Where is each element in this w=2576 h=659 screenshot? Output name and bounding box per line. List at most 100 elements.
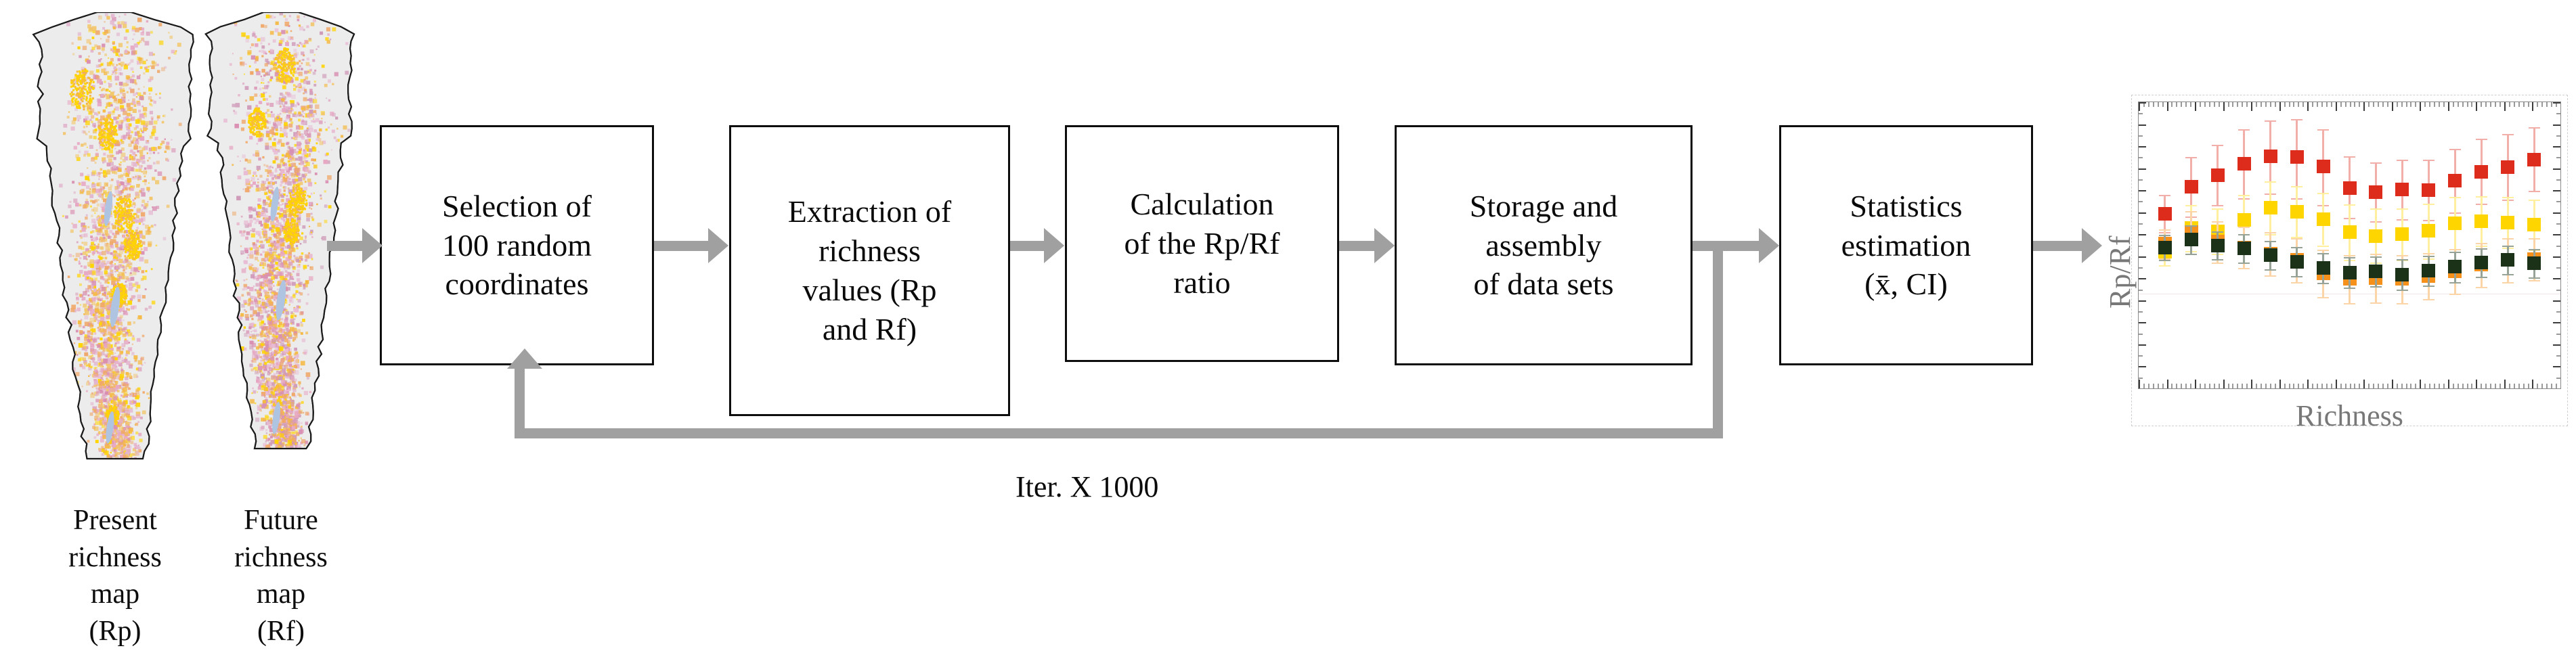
error-bar-cap	[2344, 156, 2355, 158]
plot-x-tick	[2293, 102, 2295, 107]
error-bar-cap	[2344, 257, 2355, 259]
data-point-gold	[2184, 221, 2198, 235]
plot-x-tick	[2410, 102, 2412, 107]
error-bar-cap	[2185, 217, 2198, 219]
error-bar	[2374, 254, 2377, 303]
plot-x-tick	[2457, 102, 2459, 107]
plot-x-tick	[2429, 102, 2431, 107]
error-bar-cap	[2396, 259, 2408, 261]
error-bar-cap	[2238, 233, 2250, 235]
error-bar-cap	[2291, 236, 2303, 238]
arrow-extraction-to-calculation-shaft	[1010, 240, 1044, 251]
plot-x-tick	[2546, 384, 2548, 388]
data-point-red	[2263, 150, 2277, 164]
error-bar-cap	[2265, 241, 2277, 243]
plot-x-tick	[2171, 102, 2173, 107]
plot-y-tick	[2553, 146, 2560, 148]
plot-y-tick	[2553, 278, 2560, 280]
plot-y-tick	[2556, 333, 2560, 335]
plot-y-tick	[2553, 344, 2560, 346]
process-box-calculation[interactable]: Calculation of the Rp/Rf ratio	[1065, 125, 1339, 362]
data-point-orange	[2501, 253, 2515, 267]
error-bar	[2533, 237, 2535, 281]
data-point-orange	[2210, 235, 2225, 249]
error-bar-cap	[2212, 262, 2224, 264]
error-bar-cap	[2238, 227, 2250, 229]
error-bar-cap	[2291, 238, 2303, 240]
data-point-gold	[2158, 244, 2172, 258]
plot-x-tick	[2504, 380, 2506, 388]
plot-y-tick	[2553, 168, 2560, 170]
data-point-orange	[2422, 269, 2436, 283]
process-box-extraction[interactable]: Extraction of richness values (Rp and Rf…	[729, 125, 1010, 416]
error-bar-cap	[2185, 205, 2198, 207]
error-bar	[2322, 253, 2325, 283]
data-point-orange	[2290, 253, 2304, 267]
arrow-statistics-to-plot-head	[2082, 228, 2102, 263]
error-bar-cap	[2291, 118, 2303, 120]
error-bar-cap	[2265, 275, 2277, 277]
plot-x-tick	[2457, 384, 2459, 388]
plot-x-tick	[2260, 384, 2262, 388]
data-point-orange	[2263, 247, 2277, 261]
plot-y-tick	[2139, 377, 2143, 379]
present-richness-map-caption: Present richness map (Rp)	[68, 505, 162, 647]
arrow-calculation-to-storage-shaft	[1339, 240, 1374, 251]
error-bar-cap	[2502, 134, 2514, 136]
error-bar	[2374, 162, 2377, 221]
error-bar-cap	[2396, 219, 2408, 221]
plot-x-tick	[2274, 102, 2276, 107]
error-bar	[2243, 129, 2246, 198]
error-bar	[2243, 195, 2246, 246]
process-box-selection[interactable]: Selection of 100 random coordinates	[380, 125, 654, 365]
plot-y-tick	[2139, 300, 2146, 302]
plot-x-tick	[2208, 102, 2210, 107]
error-bar-cap	[2528, 248, 2540, 250]
error-bar-cap	[2238, 129, 2250, 131]
plot-x-tick	[2139, 102, 2140, 111]
error-bar-cap	[2502, 281, 2514, 283]
error-bar-cap	[2528, 237, 2540, 240]
error-bar-cap	[2317, 253, 2330, 255]
error-bar-cap	[2449, 281, 2461, 283]
arrow-calculation-to-storage-head	[1374, 228, 1395, 263]
error-bar-cap	[2159, 265, 2171, 267]
plot-x-tick	[2213, 102, 2215, 107]
data-point-orange	[2369, 271, 2383, 286]
data-point-red	[2395, 183, 2409, 196]
plot-x-tick	[2269, 102, 2271, 107]
error-bar	[2322, 250, 2325, 297]
plot-x-tick	[2223, 102, 2225, 111]
plot-y-tick	[2139, 234, 2146, 236]
error-bar-cap	[2449, 197, 2461, 199]
error-bar-cap	[2449, 212, 2461, 214]
plot-x-tick	[2513, 102, 2515, 107]
plot-y-tick	[2139, 135, 2143, 137]
data-point-gold	[2369, 229, 2383, 243]
data-point-red	[2210, 168, 2225, 182]
data-point-gold	[2474, 214, 2489, 228]
plot-x-tick	[2546, 102, 2548, 107]
plot-x-tick	[2401, 384, 2403, 388]
plot-x-tick	[2213, 384, 2215, 388]
plot-x-tick	[2513, 384, 2515, 388]
error-bar-cap	[2344, 204, 2355, 206]
error-bar	[2480, 242, 2483, 287]
plot-y-tick	[2556, 201, 2560, 203]
error-bar-cap	[2475, 277, 2487, 279]
plot-y-tick	[2139, 267, 2143, 269]
process-box-storage[interactable]: Storage and assembly of data sets	[1395, 125, 1693, 365]
plot-x-tick	[2401, 102, 2403, 107]
plot-x-tick	[2335, 380, 2337, 388]
present-richness-map-graphic	[32, 12, 194, 460]
error-bar-cap	[2449, 249, 2461, 251]
plot-y-tick	[2139, 124, 2146, 126]
error-bar	[2322, 129, 2325, 206]
error-bar-cap	[2317, 296, 2330, 298]
plot-x-tick	[2471, 384, 2473, 388]
process-box-statistics[interactable]: Statistics estimation (x̄, CI)	[1779, 125, 2033, 365]
plot-x-tick	[2269, 384, 2271, 388]
error-bar-cap	[2422, 258, 2435, 260]
plot-x-tick	[2284, 384, 2286, 388]
arrow-maps-to-selection-shaft	[327, 240, 362, 251]
